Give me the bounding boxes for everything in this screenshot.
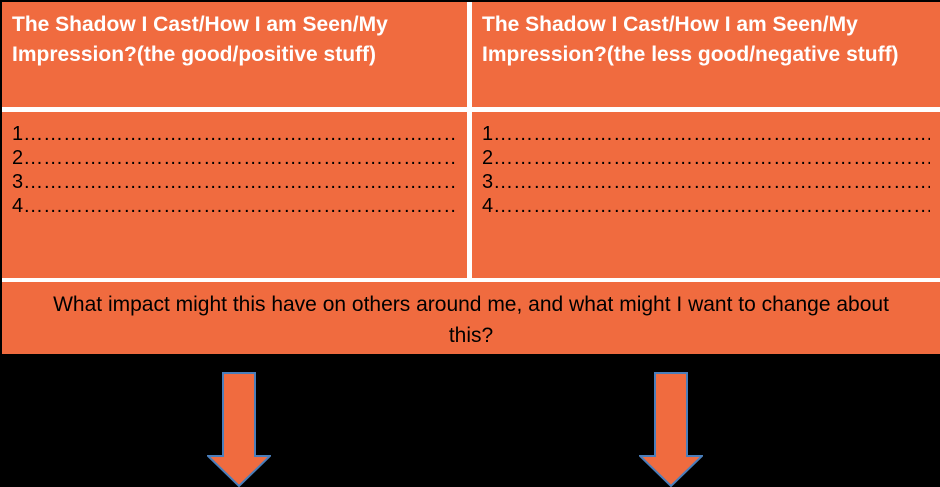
right-down-arrow-icon: [639, 372, 703, 487]
right-line-1: 1…………………………………………………………….: [482, 123, 930, 145]
right-header-cell: The Shadow I Cast/How I am Seen/My Impre…: [472, 2, 940, 107]
right-line-2: 2…………………………………………………………….: [482, 147, 930, 169]
left-down-arrow-icon: [207, 372, 271, 487]
footer-cell: What impact might this have on others ar…: [2, 282, 940, 354]
left-header-text: The Shadow I Cast/How I am Seen/My Impre…: [12, 13, 388, 66]
right-line-3: 3…………………………………………………………….: [482, 171, 930, 193]
right-line-4: 4……………………………………………………………..: [482, 195, 930, 217]
left-line-1: 1……………………………………………………………: [12, 123, 457, 145]
left-line-4: 4……………………………………………………………: [12, 195, 457, 217]
footer-question: What impact might this have on others ar…: [53, 293, 889, 347]
right-header-text: The Shadow I Cast/How I am Seen/My Impre…: [482, 13, 899, 66]
right-body-cell: 1……………………………………………………………. 2……………………………………: [472, 112, 940, 278]
shadow-table: The Shadow I Cast/How I am Seen/My Impre…: [2, 2, 940, 354]
left-line-2: 2……………………………………………………………: [12, 147, 457, 169]
left-header-cell: The Shadow I Cast/How I am Seen/My Impre…: [2, 2, 467, 107]
left-line-3: 3……………………………………………………………: [12, 171, 457, 193]
left-body-cell: 1…………………………………………………………… 2………………………………………: [2, 112, 467, 278]
